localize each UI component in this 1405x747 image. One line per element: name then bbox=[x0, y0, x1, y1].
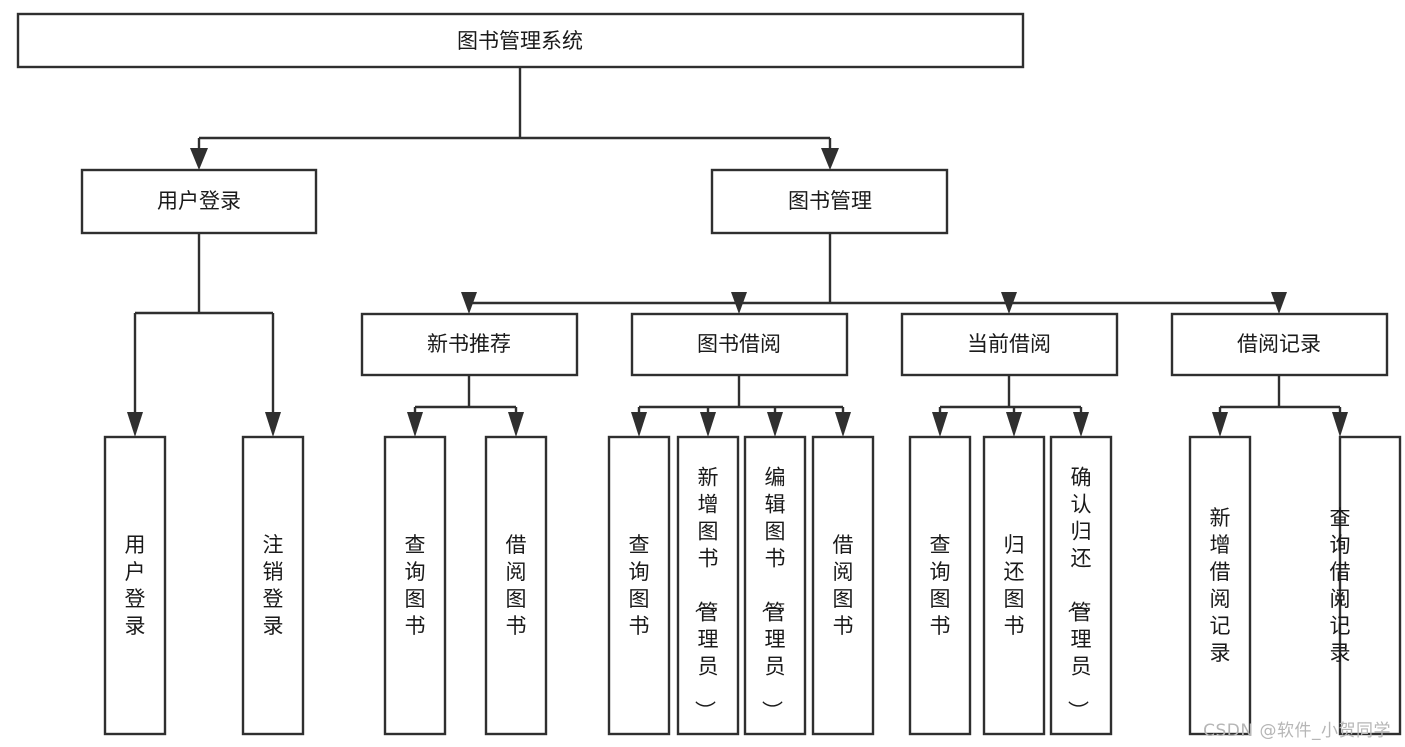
arrowhead-br-leaf2 bbox=[1332, 412, 1348, 437]
leaf-add-borrow-record-label: 新增借阅记录 bbox=[1210, 506, 1231, 665]
node-root-box[interactable] bbox=[16, 12, 1025, 69]
node-new-book-recommend-box[interactable] bbox=[360, 312, 579, 377]
arrowhead-book-mgmt bbox=[821, 148, 839, 170]
node-user-login-label: 用户登录 bbox=[157, 189, 241, 213]
node-new-book-recommend-label: 新书推荐 bbox=[427, 332, 511, 356]
arrowhead-bb-leaf2 bbox=[700, 412, 716, 437]
leaf-confirm-return-admin-label: 确认归还（管理员） bbox=[1066, 465, 1092, 721]
arrowhead-cb-leaf1 bbox=[932, 412, 948, 437]
leaf-query-book-nbr-box[interactable] bbox=[383, 435, 447, 736]
leaf-logout-box[interactable] bbox=[241, 435, 305, 736]
leaf-query-borrow-record[interactable]: 查询借阅记录 bbox=[1330, 435, 1402, 736]
node-book-borrow-label: 图书借阅 bbox=[697, 332, 781, 356]
arrowhead-br-leaf1 bbox=[1212, 412, 1228, 437]
node-book-management-label: 图书管理 bbox=[788, 189, 872, 213]
arrowhead-current-borrow bbox=[1001, 292, 1017, 314]
leaf-borrow-book-nbr-box[interactable] bbox=[484, 435, 548, 736]
leaf-query-book-bb-label: 查询图书 bbox=[629, 533, 650, 638]
node-new-book-recommend[interactable]: 新书推荐 bbox=[360, 312, 579, 377]
node-book-management-box[interactable] bbox=[710, 168, 949, 235]
arrowhead-cb-leaf3 bbox=[1073, 412, 1089, 437]
leaf-query-book-bb-box[interactable] bbox=[607, 435, 671, 736]
leaf-add-book-admin[interactable]: 新增图书（管理员） bbox=[676, 435, 740, 736]
arrowhead-leaf-logout bbox=[265, 412, 281, 437]
node-root[interactable]: 图书管理系统 bbox=[16, 12, 1025, 69]
leaf-query-book-cb-label: 查询图书 bbox=[930, 533, 951, 638]
leaf-user-login[interactable]: 用户登录 bbox=[103, 435, 167, 736]
node-user-login[interactable]: 用户登录 bbox=[80, 168, 318, 235]
arrowhead-borrow-record bbox=[1271, 292, 1287, 314]
leaf-logout[interactable]: 注销登录 bbox=[241, 435, 305, 736]
node-current-borrow-box[interactable] bbox=[900, 312, 1119, 377]
leaf-add-book-admin-label: 新增图书（管理员） bbox=[693, 465, 719, 721]
arrowhead-bb-leaf3 bbox=[767, 412, 783, 437]
arrowhead-book-borrow bbox=[731, 292, 747, 314]
csdn-watermark: CSDN @软件_小贺同学 bbox=[1203, 721, 1391, 741]
arrowhead-nbr-leaf2 bbox=[508, 412, 524, 437]
leaf-query-borrow-record-box[interactable] bbox=[1338, 435, 1402, 736]
leaf-borrow-book-bb[interactable]: 借阅图书 bbox=[811, 435, 875, 736]
arrowhead-cb-leaf2 bbox=[1006, 412, 1022, 437]
arrowhead-bb-leaf4 bbox=[835, 412, 851, 437]
leaf-edit-book-admin[interactable]: 编辑图书（管理员） bbox=[743, 435, 807, 736]
node-borrow-record-box[interactable] bbox=[1170, 312, 1389, 377]
connector-layer bbox=[127, 67, 1348, 437]
leaf-add-borrow-record-box[interactable] bbox=[1188, 435, 1252, 736]
leaf-edit-book-admin-label: 编辑图书（管理员） bbox=[760, 465, 786, 721]
arrowhead-nbr-leaf1 bbox=[407, 412, 423, 437]
node-root-label: 图书管理系统 bbox=[457, 29, 583, 53]
node-book-borrow[interactable]: 图书借阅 bbox=[630, 312, 849, 377]
leaf-query-borrow-record-label: 查询借阅记录 bbox=[1330, 506, 1351, 665]
leaf-confirm-return-admin[interactable]: 确认归还（管理员） bbox=[1049, 435, 1113, 736]
leaf-borrow-book-nbr[interactable]: 借阅图书 bbox=[484, 435, 548, 736]
node-book-borrow-box[interactable] bbox=[630, 312, 849, 377]
leaf-confirm-return-admin-box[interactable] bbox=[1049, 435, 1113, 736]
leaf-user-login-label: 用户登录 bbox=[125, 533, 146, 638]
leaf-return-book[interactable]: 归还图书 bbox=[982, 435, 1046, 736]
leaf-return-book-box[interactable] bbox=[982, 435, 1046, 736]
node-borrow-record[interactable]: 借阅记录 bbox=[1170, 312, 1389, 377]
leaf-borrow-book-nbr-label: 借阅图书 bbox=[506, 533, 527, 638]
leaf-return-book-label: 归还图书 bbox=[1004, 533, 1025, 638]
leaf-logout-label: 注销登录 bbox=[263, 533, 284, 638]
node-borrow-record-label: 借阅记录 bbox=[1237, 332, 1321, 356]
node-current-borrow-label: 当前借阅 bbox=[967, 332, 1051, 356]
leaf-borrow-book-bb-box[interactable] bbox=[811, 435, 875, 736]
leaf-add-borrow-record[interactable]: 新增借阅记录 bbox=[1188, 435, 1252, 736]
leaf-query-book-cb-box[interactable] bbox=[908, 435, 972, 736]
leaf-user-login-box[interactable] bbox=[103, 435, 167, 736]
leaf-edit-book-admin-box[interactable] bbox=[743, 435, 807, 736]
leaf-query-book-nbr[interactable]: 查询图书 bbox=[383, 435, 447, 736]
node-current-borrow[interactable]: 当前借阅 bbox=[900, 312, 1119, 377]
arrowhead-leaf-user-login bbox=[127, 412, 143, 437]
arrowhead-bb-leaf1 bbox=[631, 412, 647, 437]
leaf-query-book-bb[interactable]: 查询图书 bbox=[607, 435, 671, 736]
arrowhead-user-login bbox=[190, 148, 208, 170]
arrowhead-new-book-rec bbox=[461, 292, 477, 314]
leaf-query-book-nbr-label: 查询图书 bbox=[405, 533, 426, 638]
node-book-management[interactable]: 图书管理 bbox=[710, 168, 949, 235]
leaf-query-book-cb[interactable]: 查询图书 bbox=[908, 435, 972, 736]
leaf-add-book-admin-box[interactable] bbox=[676, 435, 740, 736]
leaf-borrow-book-bb-label: 借阅图书 bbox=[833, 533, 854, 638]
node-user-login-box[interactable] bbox=[80, 168, 318, 235]
